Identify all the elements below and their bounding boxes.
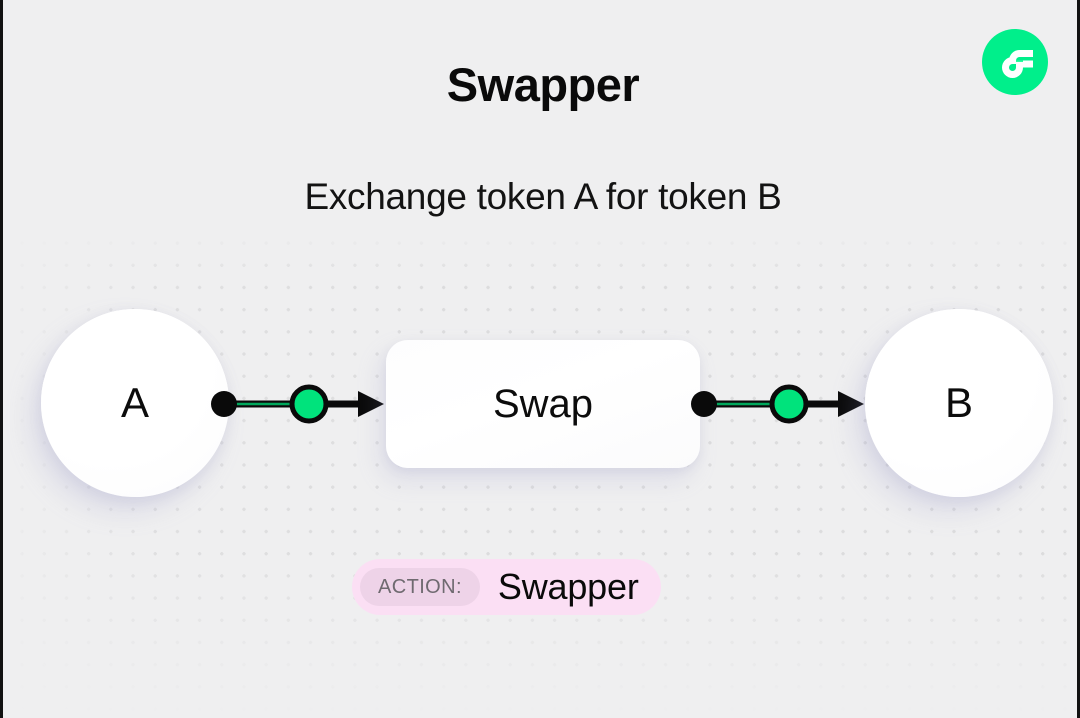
diagram-node-token-a[interactable]: A	[41, 309, 229, 497]
action-badge-value: Swapper	[497, 566, 639, 607]
page-subtitle: Exchange token A for token B	[304, 176, 782, 217]
connector-swap-to-token-b	[688, 384, 868, 424]
diagram-node-token-a-label: A	[120, 379, 149, 426]
diagram-node-token-b-label: B	[944, 379, 973, 426]
action-badge: ACTION: Swapper	[352, 559, 661, 615]
diagram-node-swap[interactable]: Swap	[386, 340, 700, 468]
diagram-node-swap-label: Swap	[492, 381, 594, 426]
flow-logo-icon	[982, 29, 1048, 95]
diagram-node-token-b[interactable]: B	[865, 309, 1053, 497]
page-title: Swapper	[446, 58, 640, 111]
connector-token-a-to-swap	[208, 384, 388, 424]
action-badge-key: ACTION:	[360, 568, 480, 606]
